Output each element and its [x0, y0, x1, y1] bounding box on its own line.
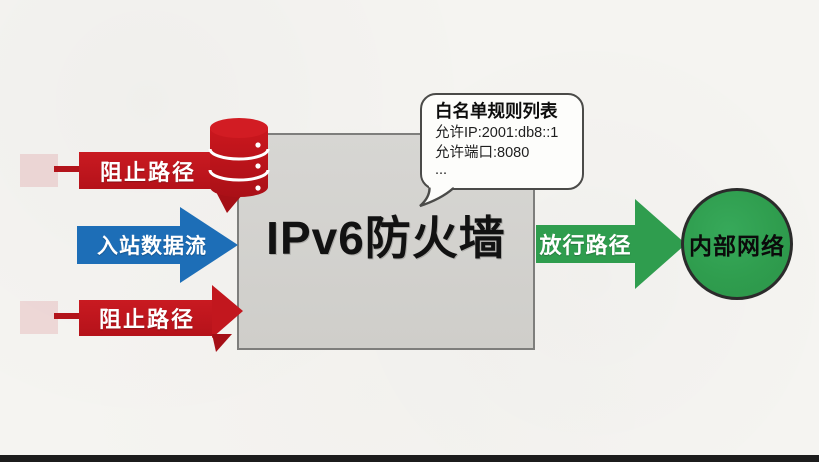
callout-tail-outline [419, 187, 455, 208]
callout-rule-line: 允许IP:2001:db8::1 [435, 124, 559, 141]
arrow-banner [79, 300, 215, 336]
arrow-banner [79, 152, 217, 189]
allowed-path-label: 放行路径 [539, 233, 632, 258]
db-cylinder-top [210, 118, 268, 138]
arrow-banner [536, 225, 635, 263]
callout-rule-line: 允许端口:8080 [435, 145, 530, 162]
db-separator-line [208, 148, 270, 161]
arrow-head [180, 207, 238, 283]
ghost-trail [20, 154, 58, 187]
internal-network-circle: 内部网络 [681, 188, 793, 300]
inbound-arrow [77, 207, 238, 283]
callout-title: 白名单规则列表 [435, 101, 558, 121]
arrow-fold [212, 334, 232, 352]
db-indicator-dot [255, 142, 261, 148]
whitelist-callout: 白名单规则列表 允许IP:2001:db8::1 允许端口:8080 ... [420, 93, 584, 190]
internal-network-label: 内部网络 [689, 233, 785, 259]
database-icon [208, 118, 270, 197]
arrow-banner [77, 226, 180, 264]
ghost-trail [20, 301, 58, 334]
db-separator-line [208, 169, 270, 182]
inbound-label: 入站数据流 [97, 235, 207, 258]
db-indicator-dot [255, 163, 261, 169]
blocked-path-arrow-bottom [20, 285, 243, 352]
blocked-path-label-top: 阻止路径 [99, 159, 196, 185]
firewall-label: IPv6防火墙 [266, 211, 506, 264]
blocked-path-label-bottom: 阻止路径 [98, 307, 195, 332]
bottom-letterbox-bar [0, 455, 819, 462]
arrow-tail [54, 166, 81, 172]
db-indicator-dot [255, 185, 261, 191]
callout-ellipsis: ... [435, 162, 448, 179]
arrow-tail [54, 313, 81, 319]
allowed-path-arrow [536, 199, 686, 289]
arrow-head [212, 285, 243, 338]
arrow-head [635, 199, 686, 289]
callout-tail [419, 186, 455, 208]
callout-tail-fill [420, 186, 454, 206]
